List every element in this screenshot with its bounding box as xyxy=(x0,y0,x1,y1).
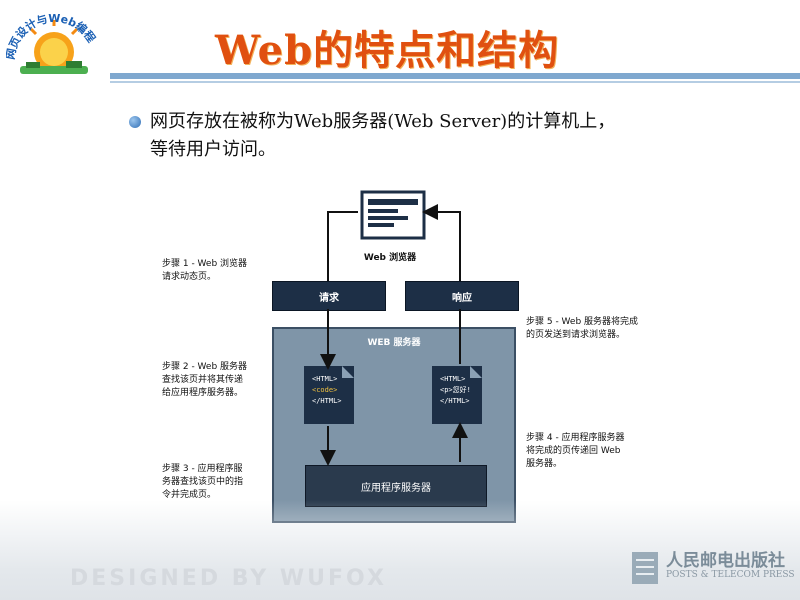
doc2-line-2: <p>您好! xyxy=(440,386,471,394)
step-4-line-2: 将完成的页传递回 Web xyxy=(526,446,621,456)
step-4-line-3: 服务器。 xyxy=(526,459,563,469)
step-2-line-3: 给应用程序服务器。 xyxy=(162,388,244,398)
footer-watermark: DESIGNED BY WUFOX xyxy=(70,566,387,591)
step-4-text: 步骤 4 - 应用程序服务器 将完成的页传递回 Web 服务器。 xyxy=(526,432,646,471)
bullet-line-1: 网页存放在被称为Web服务器(Web Server)的计算机上， xyxy=(150,111,616,132)
step-4-line-1: 步骤 4 - 应用程序服务器 xyxy=(526,433,625,443)
step-3-text: 步骤 3 - 应用程序服 务器查找该页中的指 令并完成页。 xyxy=(162,463,277,502)
publisher-emblem-icon xyxy=(632,552,658,584)
step-5-text: 步骤 5 - Web 服务器将完成 的页发送到请求浏览器。 xyxy=(526,316,651,342)
doc1-line-3: </HTML> xyxy=(312,397,342,405)
bullet-line-2: 等待用户访问。 xyxy=(150,139,276,160)
web-server-label: WEB 服务器 xyxy=(367,338,421,348)
step-2-line-1: 步骤 2 - Web 服务器 xyxy=(162,362,248,372)
step-2-line-2: 查找该页并将其传递 xyxy=(162,375,244,385)
browser-icon xyxy=(360,190,426,240)
step-3-line-3: 令并完成页。 xyxy=(162,490,217,500)
step-1-text: 步骤 1 - Web 浏览器 请求动态页。 xyxy=(162,258,267,284)
header-rule-thin xyxy=(110,81,800,83)
request-box: 请求 xyxy=(272,281,386,311)
step-5-line-2: 的页发送到请求浏览器。 xyxy=(526,330,626,340)
response-box: 响应 xyxy=(405,281,519,311)
step-3-line-2: 务器查找该页中的指 xyxy=(162,477,244,487)
doc2-line-3: </HTML> xyxy=(440,397,470,405)
doc2-line-1: <HTML> xyxy=(440,375,466,383)
browser-label: Web 浏览器 xyxy=(363,253,417,263)
header-rule xyxy=(110,73,800,79)
step-5-line-1: 步骤 5 - Web 服务器将完成 xyxy=(526,317,639,327)
step-1-line-2: 请求动态页。 xyxy=(162,272,217,282)
bullet-text: 网页存放在被称为Web服务器(Web Server)的计算机上， 等待用户访问。 xyxy=(150,108,710,164)
site-logo: 网页设计与Web编程 xyxy=(6,12,99,74)
step-3-line-1: 步骤 3 - 应用程序服 xyxy=(162,464,243,474)
publisher-name-cn: 人民邮电出版社 xyxy=(666,551,785,571)
doc1-line-1: <HTML> xyxy=(312,375,338,383)
footer-background xyxy=(0,500,800,600)
doc1-line-2: <code> xyxy=(312,386,338,394)
bullet-icon xyxy=(129,116,141,128)
publisher-logo: 人民邮电出版社 POSTS & TELECOM PRESS xyxy=(630,546,796,592)
page-title: Web的特点和结构 xyxy=(215,27,560,74)
step-1-line-1: 步骤 1 - Web 浏览器 xyxy=(162,259,248,269)
publisher-name-en: POSTS & TELECOM PRESS xyxy=(666,570,795,580)
step-2-text: 步骤 2 - Web 服务器 查找该页并将其传递 给应用程序服务器。 xyxy=(162,361,277,400)
